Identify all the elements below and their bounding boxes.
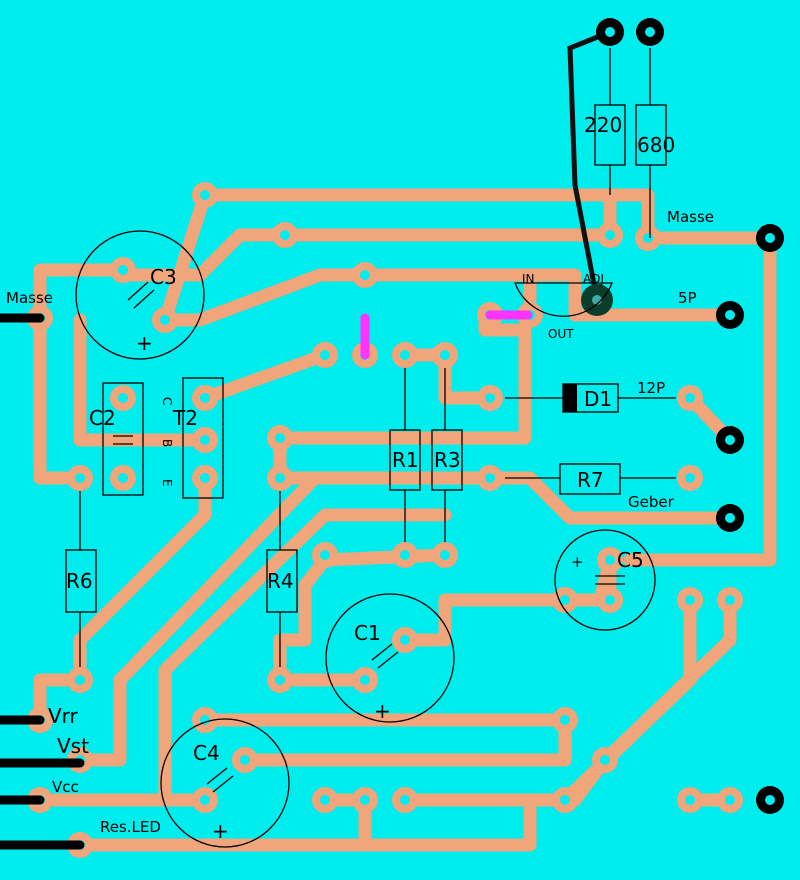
label-c4-plus: + (212, 819, 229, 843)
label-reg-out: OUT (548, 327, 574, 341)
label-12p: 12P (637, 379, 665, 397)
label-r7: R7 (577, 468, 604, 492)
label-r4: R4 (267, 569, 294, 593)
trace-in-net (158, 268, 602, 327)
terminal-pins (581, 18, 784, 814)
d1-cathode-band (563, 384, 577, 412)
connector-labels: Masse Masse 5P 12P Geber Vrr Vst Vcc Res… (6, 208, 714, 836)
trace-c1-top (273, 553, 332, 647)
trace-t2-c (198, 348, 332, 405)
label-vst: Vst (57, 734, 89, 758)
label-220: 220 (584, 113, 622, 137)
label-c5-plus: + (571, 553, 584, 571)
label-c2: C2 (89, 406, 116, 430)
trace-left-vert (33, 311, 87, 485)
trace-c1-loop (158, 508, 452, 807)
label-masse-left: Masse (6, 289, 53, 307)
trace-c1-right (398, 553, 617, 647)
trace-c4-row (198, 713, 572, 767)
trace-vrr (33, 673, 87, 727)
label-geber: Geber (628, 493, 675, 511)
label-vrr: Vrr (48, 704, 79, 728)
label-r6: R6 (66, 569, 93, 593)
label-d1: D1 (584, 387, 612, 411)
trace-top-rail (158, 188, 655, 327)
label-t2: T2 (172, 406, 198, 430)
label-t2-e: E (160, 479, 174, 487)
external-wires (0, 313, 85, 850)
trace-masse-left (33, 263, 130, 325)
label-res-led: Res.LED (100, 818, 161, 836)
trace-c3-rail (116, 228, 617, 282)
wire-bridges (360, 310, 533, 360)
label-reg-adj: ADJ (583, 272, 604, 286)
label-c1: C1 (354, 621, 381, 645)
label-t2-b: B (160, 439, 174, 447)
label-c3: C3 (150, 265, 177, 289)
trace-r7-c5 (73, 471, 497, 767)
wire-adj-jumper (567, 29, 611, 301)
label-c1-plus: + (374, 699, 391, 723)
solder-pads (27, 182, 743, 858)
label-c3-plus: + (136, 331, 153, 355)
trace-r1r3-bottom (318, 548, 452, 567)
trace-masse-rail (623, 231, 777, 567)
label-5p: 5P (678, 289, 697, 307)
label-vcc: Vcc (52, 778, 79, 796)
label-masse-right: Masse (667, 208, 714, 226)
label-reg-in: IN (522, 272, 535, 286)
label-c5: C5 (617, 548, 644, 572)
label-r1: R1 (392, 448, 419, 472)
trace-res-led (73, 593, 697, 852)
label-r3: R3 (434, 448, 461, 472)
component-labels: 220 680 C3 + C2 T2 C B E IN ADJ OUT R1 R… (66, 113, 675, 843)
label-t2-c: C (160, 397, 174, 405)
label-680: 680 (637, 133, 675, 157)
trace-c5-out (568, 593, 737, 807)
label-c4: C4 (193, 741, 220, 765)
